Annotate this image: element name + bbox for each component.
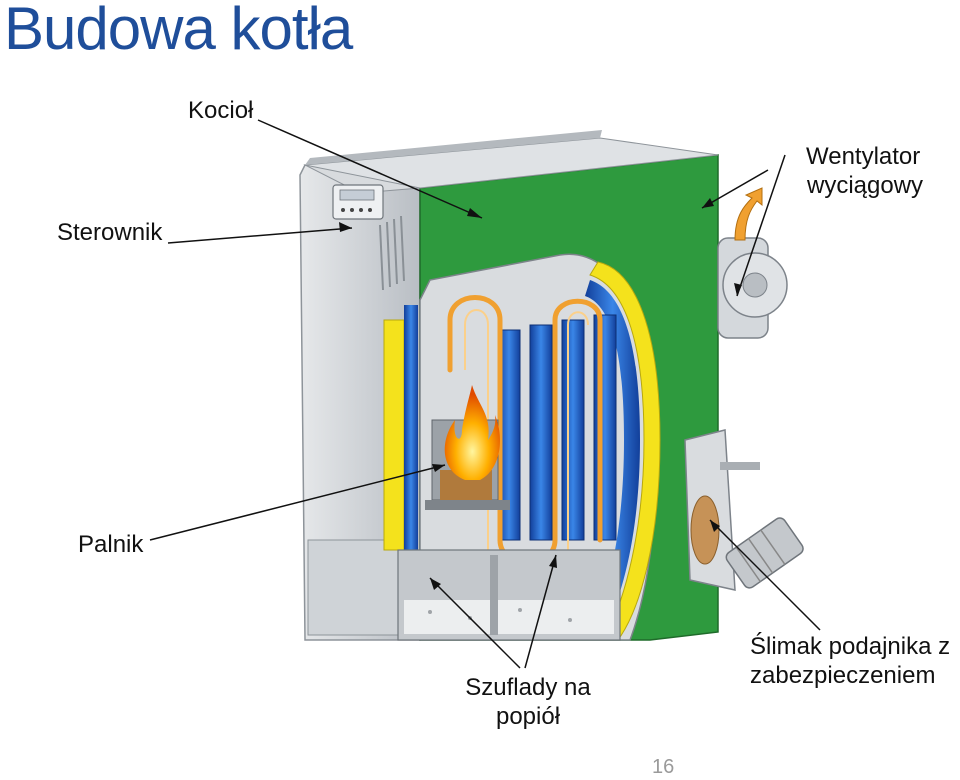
burner bbox=[425, 385, 510, 510]
label-kociol: Kocioł bbox=[188, 97, 254, 124]
label-szuflady-2: popiół bbox=[495, 703, 561, 730]
callout-wentylator-b bbox=[736, 154, 786, 297]
controller-vents bbox=[379, 215, 405, 291]
label-szuflady-1: Szuflady na bbox=[465, 674, 591, 701]
callout-slimak bbox=[709, 519, 821, 631]
callout-sterownik bbox=[167, 227, 353, 244]
label-wentylator-2: wyciągowy bbox=[807, 172, 924, 199]
water-jacket bbox=[585, 280, 640, 630]
label-slimak-1: Ślimak podajnika z bbox=[750, 633, 951, 660]
callout-palnik bbox=[149, 464, 446, 541]
boiler-cutaway bbox=[383, 253, 661, 641]
label-palnik: Palnik bbox=[78, 531, 144, 558]
label-sterownik: Sterownik bbox=[57, 219, 163, 246]
feeder-screw bbox=[684, 429, 804, 591]
slide-title: Budowa kotła bbox=[4, 0, 353, 62]
ash-drawer bbox=[397, 549, 621, 641]
label-wentylator-1: Wentylator bbox=[806, 143, 921, 170]
callout-kociol bbox=[257, 119, 483, 219]
page-number: 16 bbox=[652, 756, 675, 778]
callout-arrowheads bbox=[339, 198, 742, 590]
flame-icon bbox=[444, 385, 500, 480]
callout-szuflady-a bbox=[429, 577, 521, 669]
airflow-arrow-icon bbox=[734, 187, 763, 241]
callout-lines bbox=[149, 119, 821, 669]
callout-wentylator-a bbox=[701, 169, 769, 209]
callout-szuflady-b bbox=[524, 554, 557, 669]
label-slimak-2: zabezpieczeniem bbox=[750, 662, 936, 689]
exhaust-fan bbox=[717, 187, 788, 339]
